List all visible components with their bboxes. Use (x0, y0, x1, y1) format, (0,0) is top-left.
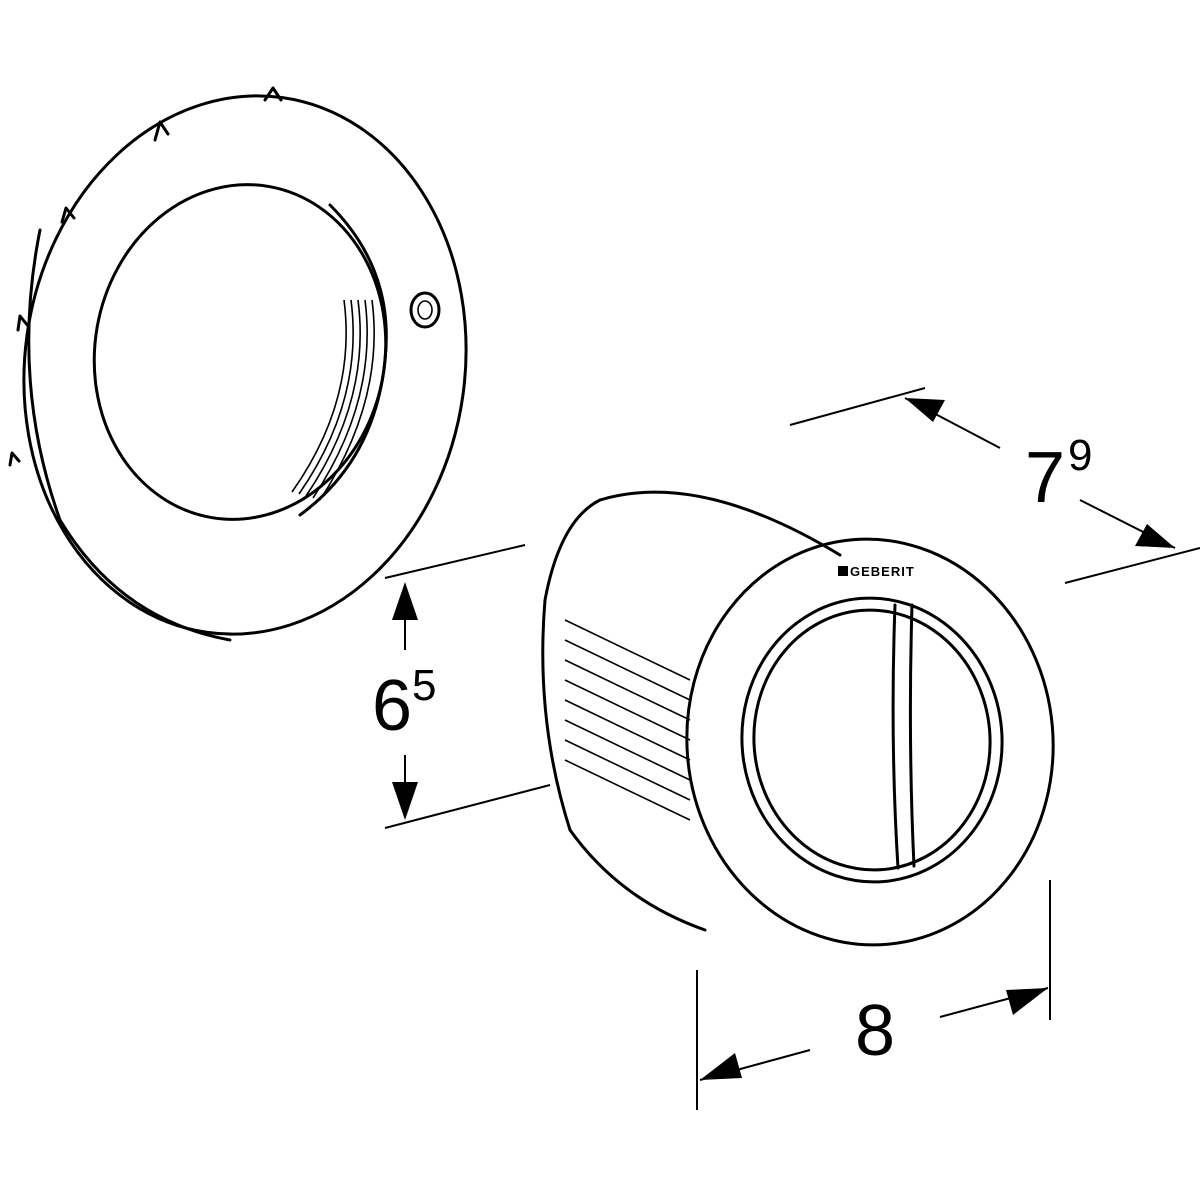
body-thread (564, 619, 691, 821)
rosette-ring (8, 86, 468, 642)
logo-mark-icon (838, 566, 848, 576)
button-ring (740, 596, 1004, 884)
ring-inner-opening (92, 183, 388, 521)
ring-screw-icon (409, 291, 441, 329)
ring-outer-edge (22, 94, 468, 636)
button-split (891, 603, 916, 870)
dimension-width: 8 (696, 880, 1051, 1110)
brand-logo: GEBERIT (850, 564, 915, 579)
button-face (752, 608, 992, 872)
ring-clips (8, 86, 283, 467)
depth-value-sup: 9 (1068, 431, 1092, 480)
flush-button-unit: GEBERIT (541, 490, 1055, 947)
ring-thickness-edge (27, 228, 232, 642)
ring-inner-collar (298, 203, 388, 517)
dimension-depth: 7 9 (789, 387, 1200, 584)
button-bezel-outer (685, 537, 1055, 947)
width-value: 8 (855, 991, 895, 1071)
body-top-edge (598, 490, 842, 557)
height-value: 6 (372, 666, 412, 746)
dimension-height: 6 5 (372, 544, 551, 829)
body-back-edge (541, 498, 602, 832)
body-bottom-edge (568, 828, 707, 932)
height-value-sup: 5 (412, 661, 436, 710)
ring-thread (291, 299, 375, 501)
depth-value: 7 (1025, 438, 1065, 518)
